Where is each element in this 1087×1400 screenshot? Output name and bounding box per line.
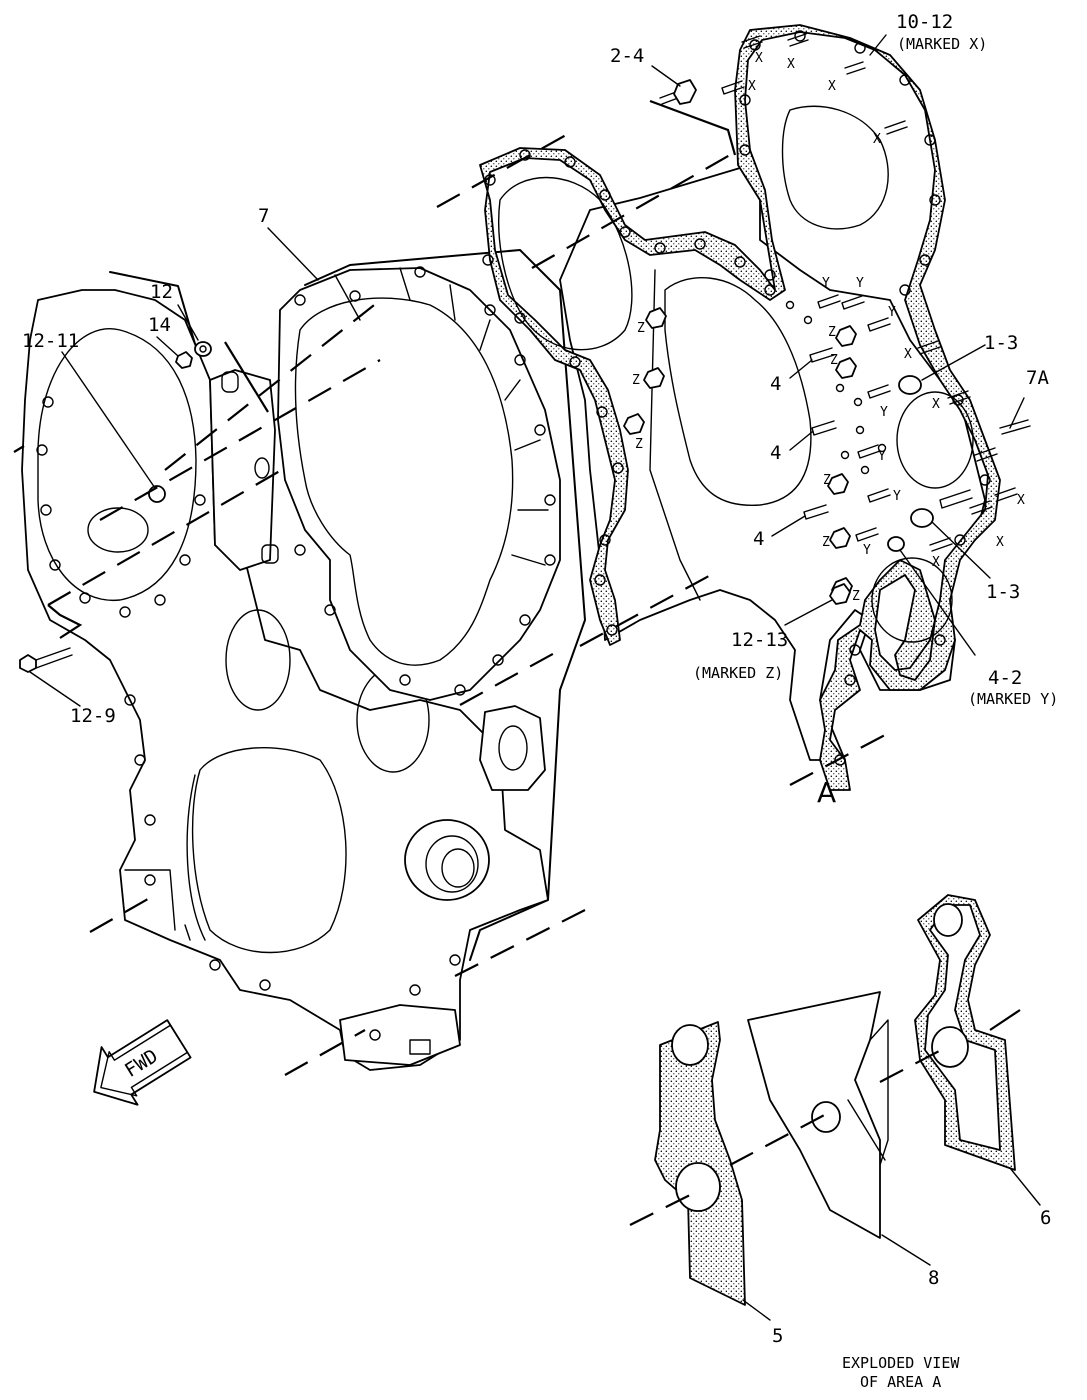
mark-y: Y [893,489,901,504]
mark-y: Y [822,276,830,291]
callout-7: 7 [258,205,269,227]
mark-y: Y [880,405,888,420]
callout-2-4: 2-4 [610,45,644,67]
mark-x: X [904,347,912,362]
mark-x: X [932,555,940,570]
mark-z: Z [637,321,645,336]
mark-x: X [748,79,756,94]
mark-z: Z [830,353,838,368]
callout-10-12: 10-12 [896,11,953,33]
callout-8: 8 [928,1267,939,1289]
callout-12-13-note: (MARKED Z) [693,664,783,682]
mark-x: X [787,57,795,72]
callout-1-3-bottom: 1-3 [986,581,1020,603]
mark-z: Z [823,473,831,488]
callout-4-2-note: (MARKED Y) [968,690,1058,708]
center-lines [13,99,886,1076]
mark-y: Y [888,305,896,320]
callout-6: 6 [1040,1207,1051,1229]
mark-y: Y [856,276,864,291]
callout-7a: 7A [1026,367,1049,389]
mark-y: Y [878,449,886,464]
mark-x: X [932,397,940,412]
callout-4-b: 4 [770,442,781,464]
exploded-caption-line2: OF AREA A [860,1373,941,1391]
mark-z: Z [852,589,860,604]
mark-z: Z [635,437,643,452]
leader-lines [29,34,1041,1321]
mark-x: X [755,51,763,66]
exploded-caption-line1: EXPLODED VIEW [842,1354,960,1372]
mark-x: X [1017,493,1025,508]
callout-4-a: 4 [770,373,781,395]
callout-4-2: 4-2 [988,667,1022,689]
mounting-plate [479,24,1031,791]
callout-10-12-note: (MARKED X) [897,35,987,53]
front-housing [21,249,586,1071]
mark-z: Z [822,535,830,550]
mark-z: Z [828,325,836,340]
callout-12-9: 12-9 [70,705,116,727]
part-marks: X X X X X X X X X X Y Y Y Y Y Y Y Z Z Z … [632,51,1025,604]
callout-4-c: 4 [753,528,764,550]
mark-z: Z [632,373,640,388]
callout-1-3-top: 1-3 [984,332,1018,354]
fwd-arrow-icon: FWD [93,1019,192,1106]
callout-5: 5 [772,1325,783,1347]
callout-12-13: 12-13 [731,629,788,651]
view-label-a: A [817,776,836,809]
callout-12-11: 12-11 [22,330,79,352]
callout-12: 12 [150,281,173,303]
callouts: 2-4 10-12 (MARKED X) 7 12 14 12-11 1-3 7… [22,11,1058,1391]
mark-x: X [873,132,881,147]
mark-y: Y [863,543,871,558]
callout-14: 14 [148,314,171,336]
mark-x: X [828,79,836,94]
mark-x: X [996,535,1004,550]
exploded-view [629,894,1021,1306]
